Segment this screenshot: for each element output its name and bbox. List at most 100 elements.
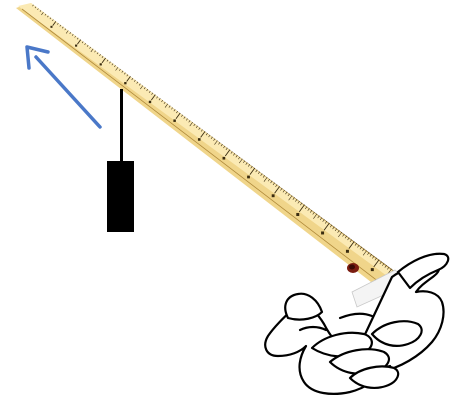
ruler-tick [298,204,305,213]
ruler-tick [372,255,375,259]
ruler-number-mark [99,63,102,66]
ruler-tick [89,46,91,49]
hanging-weight [107,89,134,232]
ruler-number-mark [345,249,349,253]
ruler-tick [71,33,74,36]
ruler-tick [156,96,159,99]
ruler-tick [59,24,62,27]
ruler-ticks [21,4,402,296]
ruler-tick [111,63,114,66]
ruler-number-mark [124,81,127,85]
ruler-hole-inner [349,264,355,270]
ruler-number-mark [197,138,201,141]
ruler-tick [200,129,203,132]
ruler-tick [37,8,39,11]
ruler-tick [267,178,270,182]
ruler-tick [300,202,303,206]
ruler-number-mark [148,100,152,104]
ruler-tick [379,261,382,265]
weight-block [107,161,134,232]
ruler-tick [292,197,295,200]
ruler-tick [151,92,154,95]
ruler-tick [270,180,273,184]
ruler-tick [285,191,288,195]
ruler-tick [387,266,390,270]
arrow-head [25,45,50,70]
ruler-face [16,3,408,299]
ruler-tick [175,112,181,119]
ruler-tick [235,154,238,158]
ruler-tick [305,206,308,210]
ruler-tick [323,222,330,231]
meter-stick [16,3,412,308]
ruler-tick [195,125,198,128]
ruler-tick [287,193,290,197]
right-thumb [396,252,450,290]
ruler-tick [382,263,385,266]
weight-string [120,89,123,161]
ruler-tick [131,77,134,81]
ruler-tick [210,136,213,140]
ruler-tick [334,228,338,232]
ruler-tick [357,244,360,248]
ruler-tick [322,219,325,222]
ruler-tick [109,61,111,64]
ruler-tick [275,184,278,187]
ruler-tick [69,32,72,34]
ruler-tick [312,211,315,215]
ruler-tick [262,175,265,178]
ruler-tick [84,43,86,46]
ruler-number-mark [296,213,300,217]
ruler-number-mark [271,194,275,198]
arrow-shaft [34,55,102,129]
ruler-tick [163,101,166,105]
ruler-tick [150,94,156,101]
ruler-tick [126,74,129,77]
ruler-tick [369,253,372,257]
ruler-tick [354,242,357,246]
ruler-tick [260,173,263,176]
ruler-tick [32,4,34,7]
ruler-tick [214,140,218,145]
ruler-tick [168,105,171,108]
ruler-tick [47,15,49,18]
ruler-lower-edge [21,8,397,296]
ruler-number-mark [75,44,78,47]
ruler-tick [198,127,201,130]
ruler-tick [74,35,77,38]
ruler-tick [133,79,136,82]
ruler-tick [205,132,208,136]
ruler-tick [77,39,82,45]
ruler-tick [272,182,275,186]
ruler-tick [41,11,44,16]
ruler-tick [164,103,169,108]
ruler-tick [173,109,176,112]
ruler-tick [52,19,54,22]
ruler-tick [64,28,67,31]
ruler-tick [332,226,335,230]
finger-4 [370,320,423,347]
ruler-tick [220,143,223,147]
ruler-tick [319,217,323,221]
cupped-hands [264,252,450,395]
ruler-tick [158,98,161,101]
ruler-tick [185,118,188,121]
ruler-tick [52,21,57,26]
ruler-tick [94,50,96,53]
left-thumb [284,292,324,321]
ruler-tick [101,55,104,58]
ruler-tick [121,70,124,73]
ruler-tick [39,10,42,12]
ruler-tick [193,123,196,127]
ruler-tick [295,198,298,202]
palm-crease [338,312,374,320]
ruler-tick [57,22,59,25]
ruler-tick [124,72,126,75]
ruler-tick [86,44,89,47]
ruler-tick [288,195,293,201]
ruler-tick [44,13,47,16]
ruler-tick [359,246,362,250]
ruler-highlight [18,3,404,284]
ruler-tick [62,26,64,29]
ruler-tick [348,241,355,249]
